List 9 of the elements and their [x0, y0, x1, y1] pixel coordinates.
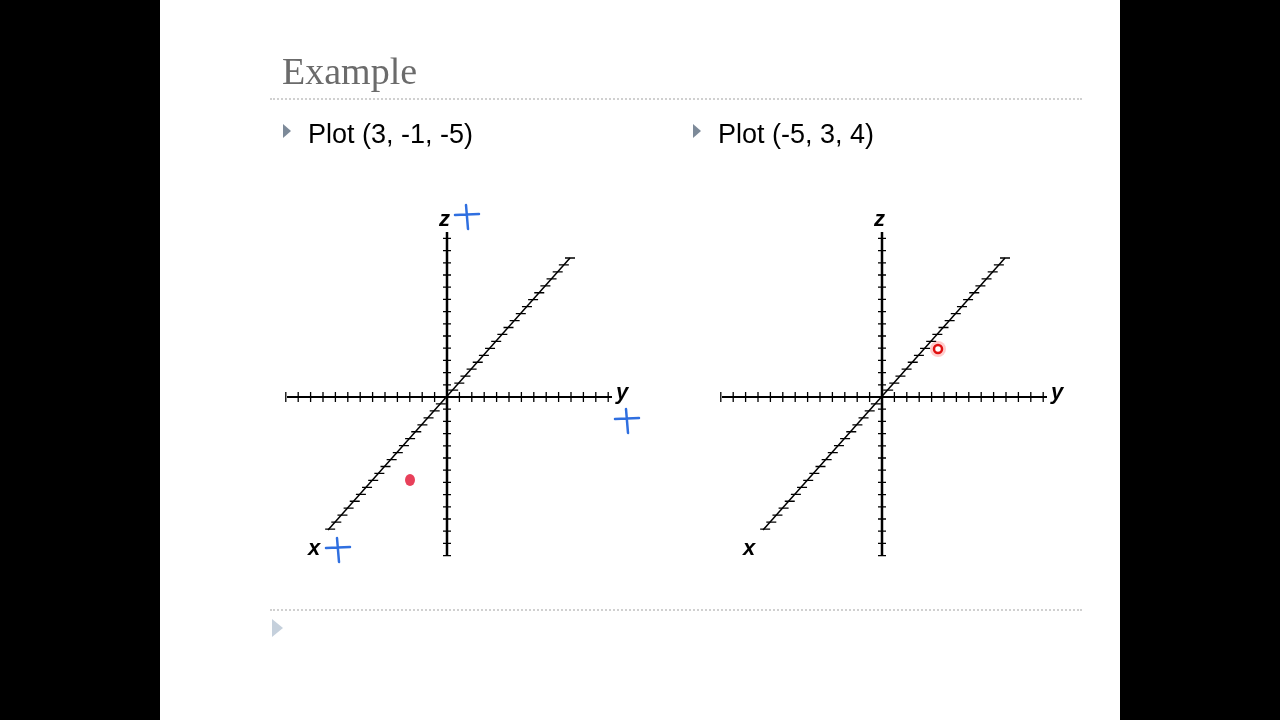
slide-title: Example: [282, 49, 418, 94]
axis-label: x: [743, 537, 756, 559]
axis-label: z: [874, 208, 885, 230]
axis-label: z: [439, 208, 450, 230]
axis-label: x: [308, 537, 321, 559]
bullet-text: Plot (-5, 3, 4): [718, 118, 875, 151]
axis-label: y: [616, 381, 629, 403]
axis-label: y: [1051, 381, 1064, 403]
bullet-text: Plot (3, -1, -5): [308, 118, 474, 151]
